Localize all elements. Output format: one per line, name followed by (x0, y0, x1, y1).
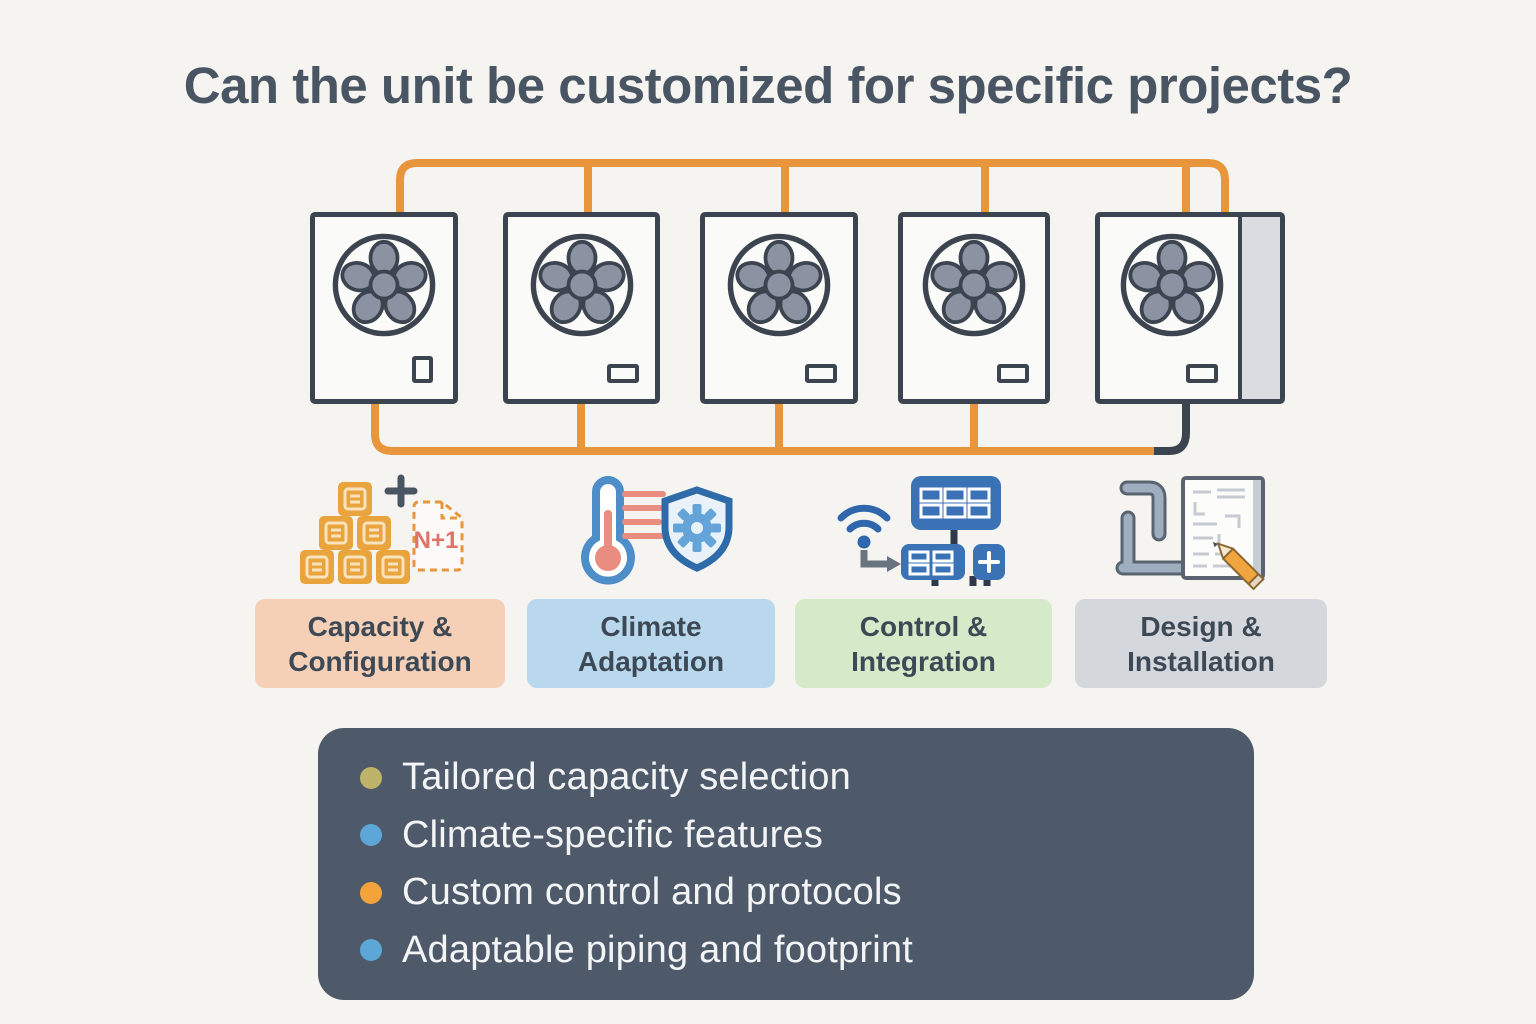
bullet-dot (360, 881, 382, 904)
outdoor-hvac-unit-3 (700, 212, 858, 404)
unit-access-panel (412, 356, 433, 383)
pencil-icon (1212, 541, 1265, 591)
fan-icon (332, 233, 436, 337)
unit-access-panel (805, 364, 837, 383)
unit-access-panel (607, 364, 639, 383)
plus-icon (384, 474, 418, 508)
page-title: Can the unit be customized for specific … (183, 57, 1353, 114)
thermometer-shield-gear-icon (563, 472, 739, 594)
wifi-icon (837, 504, 891, 549)
svg-text:N+1: N+1 (414, 527, 459, 554)
wifi-control-panels-icon (835, 472, 1011, 594)
piping-blueprint-pencil-icon (1113, 472, 1289, 594)
fan-icon (727, 233, 831, 337)
fan-icon (922, 233, 1026, 337)
bullet-item: Climate-specific features (360, 814, 1224, 857)
unit-side-panel (1238, 217, 1280, 399)
bullet-item: Tailored capacity selection (360, 756, 1224, 799)
unit-access-panel (997, 364, 1029, 383)
bullet-text: Climate-specific features (402, 813, 824, 856)
connector-arrow (860, 550, 901, 572)
category-label-design-installation: Design & Installation (1075, 599, 1327, 688)
outdoor-hvac-unit-2 (503, 212, 660, 404)
pipes (1115, 480, 1197, 576)
control-panels (901, 476, 1005, 586)
category-label-control-integration: Control & Integration (795, 599, 1052, 688)
summary-panel: Tailored capacity selection Climate-spec… (318, 728, 1254, 1000)
category-label-capacity-configuration: Capacity & Configuration (255, 599, 505, 688)
thermometer (581, 476, 674, 585)
capacity-blocks-n-plus-1-icon: N+1 (292, 472, 468, 594)
unit-access-panel (1186, 364, 1218, 383)
category-label-climate-adaptation: Climate Adaptation (527, 599, 775, 688)
n-plus-1-document: N+1 (412, 500, 464, 572)
fan-icon (1120, 233, 1224, 337)
shield-gear (661, 486, 733, 572)
bullet-text: Adaptable piping and footprint (402, 928, 913, 971)
bullet-text: Custom control and protocols (402, 871, 902, 914)
fan-icon (530, 233, 633, 337)
bullet-item: Adaptable piping and footprint (360, 929, 1224, 972)
bullet-dot (360, 824, 382, 847)
bullet-dot (360, 766, 382, 789)
stacked-unit-blocks (300, 482, 410, 584)
bullet-text: Tailored capacity selection (402, 756, 851, 799)
outdoor-hvac-unit-5 (1095, 212, 1285, 404)
outdoor-hvac-unit-1 (310, 212, 458, 404)
bullet-dot (360, 939, 382, 962)
blueprint-document (1181, 476, 1265, 580)
outdoor-hvac-unit-4 (898, 212, 1050, 404)
bullet-item: Custom control and protocols (360, 871, 1224, 914)
